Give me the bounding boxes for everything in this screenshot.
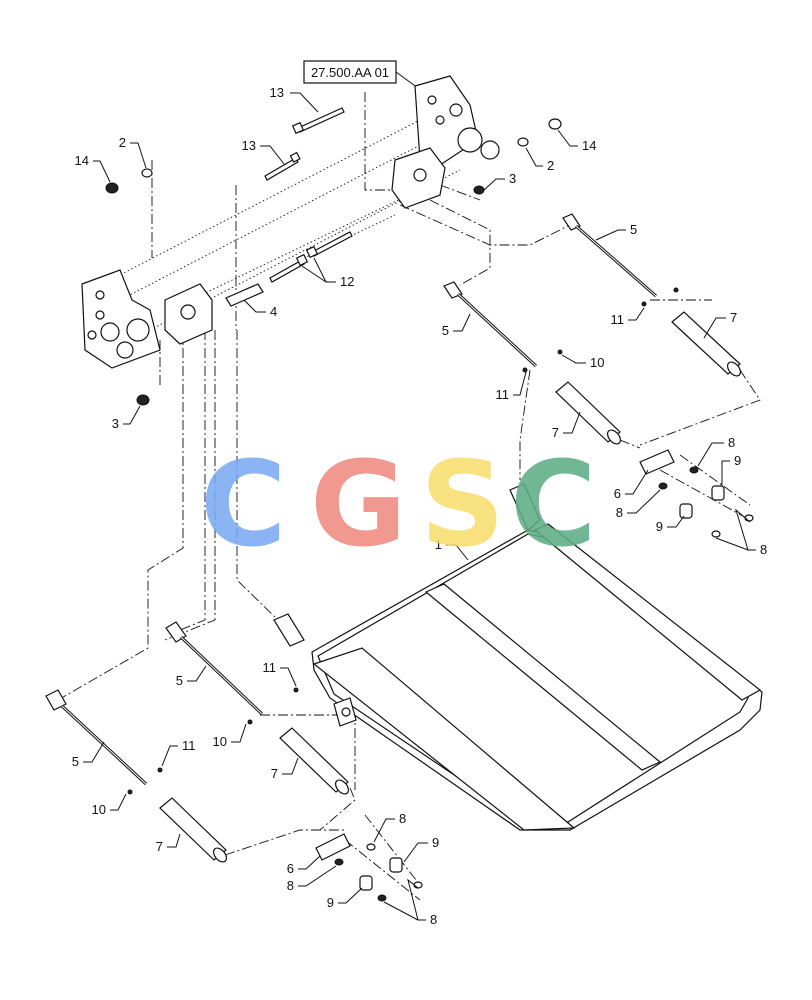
callout-4: 4	[270, 304, 277, 319]
callout-8: 8	[430, 912, 437, 927]
callout-9: 9	[327, 895, 334, 910]
bolt-13-lower[interactable]	[264, 151, 301, 181]
spacer-9-right-a[interactable]	[711, 485, 725, 501]
callout-12: 12	[340, 274, 354, 289]
tube-7-upper-right[interactable]	[671, 311, 743, 378]
tube-7-lower-left[interactable]	[159, 797, 229, 864]
callout-11: 11	[182, 738, 196, 753]
rod-5-upper-mid[interactable]	[443, 281, 538, 368]
rod-5-lower-mid[interactable]	[165, 621, 264, 716]
right-side-plate[interactable]	[414, 75, 500, 166]
callout-14: 14	[75, 153, 89, 168]
callout-10: 10	[213, 734, 227, 749]
callout-9: 9	[432, 835, 439, 850]
callout-13: 13	[242, 138, 256, 153]
callout-7: 7	[156, 839, 163, 854]
watermark-letter-s: S	[420, 435, 505, 573]
callout-8: 8	[287, 878, 294, 893]
tube-7-upper-mid[interactable]	[555, 381, 623, 446]
center-bracket[interactable]	[164, 283, 213, 345]
spacer-9-lower-b[interactable]	[359, 875, 373, 891]
bolt-12-lower[interactable]	[269, 253, 309, 283]
callout-2: 2	[547, 158, 554, 173]
washer-2-left[interactable]	[141, 168, 153, 178]
nut-14-right[interactable]	[548, 118, 562, 130]
callout-1: 1	[435, 537, 442, 552]
right-center-bracket[interactable]	[391, 147, 446, 209]
callout-3: 3	[509, 171, 516, 186]
watermark-letter-g: G	[310, 435, 407, 573]
nut-14-left[interactable]	[105, 182, 119, 194]
cotter-pins-lower[interactable]	[127, 687, 299, 795]
callout-6: 6	[287, 861, 294, 876]
callout-10: 10	[92, 802, 106, 817]
pin-4[interactable]	[225, 283, 264, 307]
callout-7: 7	[552, 425, 559, 440]
callout-6: 6	[614, 486, 621, 501]
callout-5: 5	[72, 754, 79, 769]
bolt-12-upper[interactable]	[305, 231, 353, 259]
callout-11: 11	[611, 312, 625, 327]
nut-3-upper[interactable]	[473, 185, 485, 195]
callout-5: 5	[630, 222, 637, 237]
assembly-lines	[57, 92, 761, 901]
tube-7-lower-mid[interactable]	[279, 727, 351, 796]
bushing-6-lower[interactable]	[315, 833, 351, 861]
watermark-letter-c2: C	[510, 435, 597, 573]
callout-9: 9	[734, 453, 741, 468]
left-side-plate[interactable]	[81, 269, 161, 369]
callout-7: 7	[271, 766, 278, 781]
reference-leader	[395, 71, 419, 89]
cotter-pins-upper[interactable]	[522, 287, 679, 373]
callout-7: 7	[730, 310, 737, 325]
callout-leaders	[83, 92, 756, 921]
rod-5-lower-left[interactable]	[45, 689, 148, 786]
rod-5-upper-right[interactable]	[562, 213, 657, 298]
cgsc-watermark: C G S C	[200, 435, 597, 573]
callout-2: 2	[119, 135, 126, 150]
callout-10: 10	[590, 355, 604, 370]
callout-11: 11	[496, 387, 510, 402]
callout-8: 8	[728, 435, 735, 450]
spacer-9-lower-a[interactable]	[389, 857, 403, 873]
callout-3: 3	[112, 416, 119, 431]
callout-13: 13	[270, 85, 284, 100]
watermark-letter-c: C	[200, 435, 287, 573]
callout-14: 14	[582, 138, 596, 153]
platform-tray-1[interactable]	[273, 483, 763, 831]
callout-5: 5	[176, 673, 183, 688]
callout-5: 5	[442, 323, 449, 338]
reference-box[interactable]: 27.500.AA 01	[303, 60, 397, 84]
washer-2-right[interactable]	[517, 137, 529, 147]
callout-labels: 13 13 2 14 2 14 3 12 4 3 5 11 7 5 10 11 …	[72, 85, 767, 927]
spacer-9-right-b[interactable]	[679, 503, 693, 519]
hidden-lines	[109, 119, 461, 331]
callout-8: 8	[399, 811, 406, 826]
bolt-13-upper[interactable]	[291, 107, 345, 135]
washer-8-lower[interactable]	[334, 843, 423, 902]
bushing-6-right[interactable]	[639, 449, 675, 475]
callout-11: 11	[263, 660, 277, 675]
nut-3-lower[interactable]	[136, 394, 150, 406]
callout-9: 9	[656, 519, 663, 534]
reference-label: 27.500.AA 01	[311, 65, 389, 80]
callout-8: 8	[616, 505, 623, 520]
callout-8: 8	[760, 542, 767, 557]
